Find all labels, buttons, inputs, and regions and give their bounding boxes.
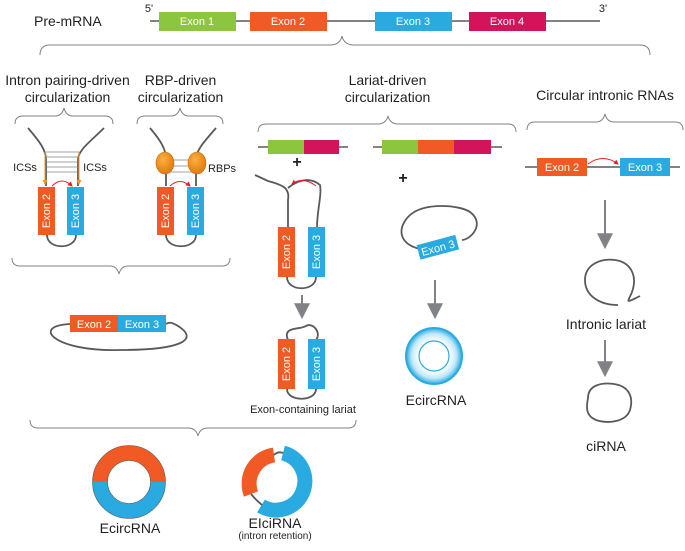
left-products-brace xyxy=(11,257,231,275)
rbps-label: RBPs xyxy=(207,163,237,175)
cirna-shape xyxy=(586,382,633,423)
lariat-exon3-a-label: Exon 3 xyxy=(311,235,323,269)
premrna-exon1 xyxy=(159,12,236,31)
rbp-splice-arc xyxy=(169,181,191,187)
rbp-exon2-label: Exon 2 xyxy=(160,194,172,228)
intron-pairing-exon3-label: Exon 3 xyxy=(70,194,82,228)
intron-pairing-left-intron xyxy=(27,127,47,186)
exon-lariat-top xyxy=(285,324,319,341)
lariat-strand-left xyxy=(254,174,290,228)
lariat-splice-arc xyxy=(291,179,317,187)
rbp-oval-left xyxy=(155,151,175,175)
icss-pairing-lines xyxy=(45,151,80,173)
elcirna-intron-segment xyxy=(250,493,263,506)
rbp-title-2: circularization xyxy=(137,89,224,105)
lariat-title-2: circularization xyxy=(344,89,431,105)
intron-pairing-exon3 xyxy=(67,187,84,235)
rbp-brace xyxy=(136,107,224,125)
lariat-exon2-b xyxy=(278,339,295,389)
bottom-elcirna-note: (intron retention) xyxy=(238,531,312,542)
intronic-brace xyxy=(526,113,684,131)
ecircrna-linear-exon3-label: Exon 3 xyxy=(125,319,159,331)
ecircrna-linear-exon3 xyxy=(118,315,166,332)
bottom-elcirna-label: EIciRNA xyxy=(248,515,302,531)
premrna-exon1-label: Exon 1 xyxy=(180,16,214,28)
lariat-exon3-a xyxy=(308,227,325,277)
bottom-elcirna-ring xyxy=(241,445,313,518)
intron-pairing-title-2: circularization xyxy=(24,89,111,105)
lariat-exon3-b-label: Exon 3 xyxy=(311,347,323,381)
ecircrna-linear-exon2 xyxy=(70,315,118,332)
rbp-exon3 xyxy=(187,187,204,235)
rbp-loop xyxy=(165,234,197,248)
lariat-full-exon2 xyxy=(418,140,454,154)
bottom-brace xyxy=(29,419,357,437)
bottom-ecircrna-label: EcircRNA xyxy=(99,520,161,536)
premrna-exon4-label: Exon 4 xyxy=(490,16,524,28)
lariat-title-1: Lariat-driven xyxy=(348,72,427,88)
lariat-brace xyxy=(257,115,517,133)
intronic-exon2-label: Exon 2 xyxy=(545,162,579,174)
exon-containing-lariat-label: Exon-containing lariat xyxy=(250,404,356,416)
lariat-exon2-b-label: Exon 2 xyxy=(281,347,293,381)
intronic-exon3 xyxy=(620,158,670,176)
lariat-skip-exon1 xyxy=(268,140,304,154)
lariat-plus-2: + xyxy=(398,170,408,187)
ecircrna-linear-backbone xyxy=(49,321,188,351)
lariat-skip-exon4 xyxy=(304,140,339,154)
lariat-exon2-a-label: Exon 2 xyxy=(281,235,293,269)
intron-pairing-right-intron xyxy=(77,127,105,186)
intron-pairing-splice-arc xyxy=(51,180,73,187)
intron-pairing-pathway: Exon 2 Exon 3 xyxy=(14,107,114,248)
premrna-exon3-label: Exon 3 xyxy=(396,16,430,28)
premrna-five-prime: 5' xyxy=(144,3,154,15)
intronic-title: Circular intronic RNAs xyxy=(536,87,674,103)
top-brace xyxy=(39,35,651,56)
intronic-exon2 xyxy=(537,158,587,176)
lariat-strand-right xyxy=(287,179,322,229)
ecircrna-linear-exon2-label: Exon 2 xyxy=(77,319,111,331)
lariat-pathway: Exon 2 Exon 3 Exon 2 Exon 3 Exon 3 xyxy=(254,115,517,400)
exon3-lariat-exon-label: Exon 3 xyxy=(420,238,456,258)
intron-pairing-brace xyxy=(14,107,114,125)
intronic-lariat-shape xyxy=(584,258,641,306)
rbp-pathway: Exon 2 Exon 3 xyxy=(136,107,224,248)
rbp-title-1: RBP-driven xyxy=(144,72,217,88)
intron-pairing-exon2 xyxy=(38,187,55,235)
intronic-lariat-label: Intronic lariat xyxy=(565,316,647,332)
lariat-full-exon4 xyxy=(454,140,491,154)
premrna-three-prime: 3' xyxy=(598,3,608,15)
bottom-ecircrna-ring xyxy=(92,445,166,519)
intron-pairing-title-1: Intron pairing-driven xyxy=(5,72,130,88)
ecircrna-linear-product: Exon 2 Exon 3 xyxy=(49,315,188,351)
lariat-plus-1: + xyxy=(292,154,302,171)
lariat-loop-b xyxy=(286,388,317,400)
icss-left-label: ICSs xyxy=(13,162,37,174)
intron-pairing-loop xyxy=(46,234,77,248)
premrna-exon3 xyxy=(375,12,452,31)
lariat-full-exon1 xyxy=(382,140,418,154)
cirna-label: ciRNA xyxy=(586,438,626,454)
premrna-exon4 xyxy=(469,12,546,31)
lariat-loop-a xyxy=(286,276,317,290)
premrna-row: Exon 1 Exon 2 Exon 3 Exon 4 xyxy=(150,12,600,31)
exon3-lariat-exon: Exon 3 xyxy=(416,234,460,260)
rbp-exon3-label: Exon 3 xyxy=(190,194,202,228)
rbp-oval-right xyxy=(187,151,207,175)
intron-pairing-exon2-label: Exon 2 xyxy=(41,194,53,228)
lariat-exon3-b xyxy=(308,339,325,389)
rbp-exon2 xyxy=(157,187,174,235)
intronic-pathway: Exon 2 Exon 3 xyxy=(525,113,684,423)
intronic-exon3-label: Exon 3 xyxy=(628,162,662,174)
premrna-exon2-label: Exon 2 xyxy=(271,16,305,28)
premrna-exon2 xyxy=(250,12,327,31)
lariat-exon2-a xyxy=(278,227,295,277)
exon3-lariat-strand xyxy=(400,205,478,251)
icss-right-label: ICSs xyxy=(83,162,107,174)
intronic-splice-arc xyxy=(587,158,619,165)
premrna-label: Pre-mRNA xyxy=(34,13,102,29)
lariat-ecircrna-label: EcircRNA xyxy=(405,392,467,408)
